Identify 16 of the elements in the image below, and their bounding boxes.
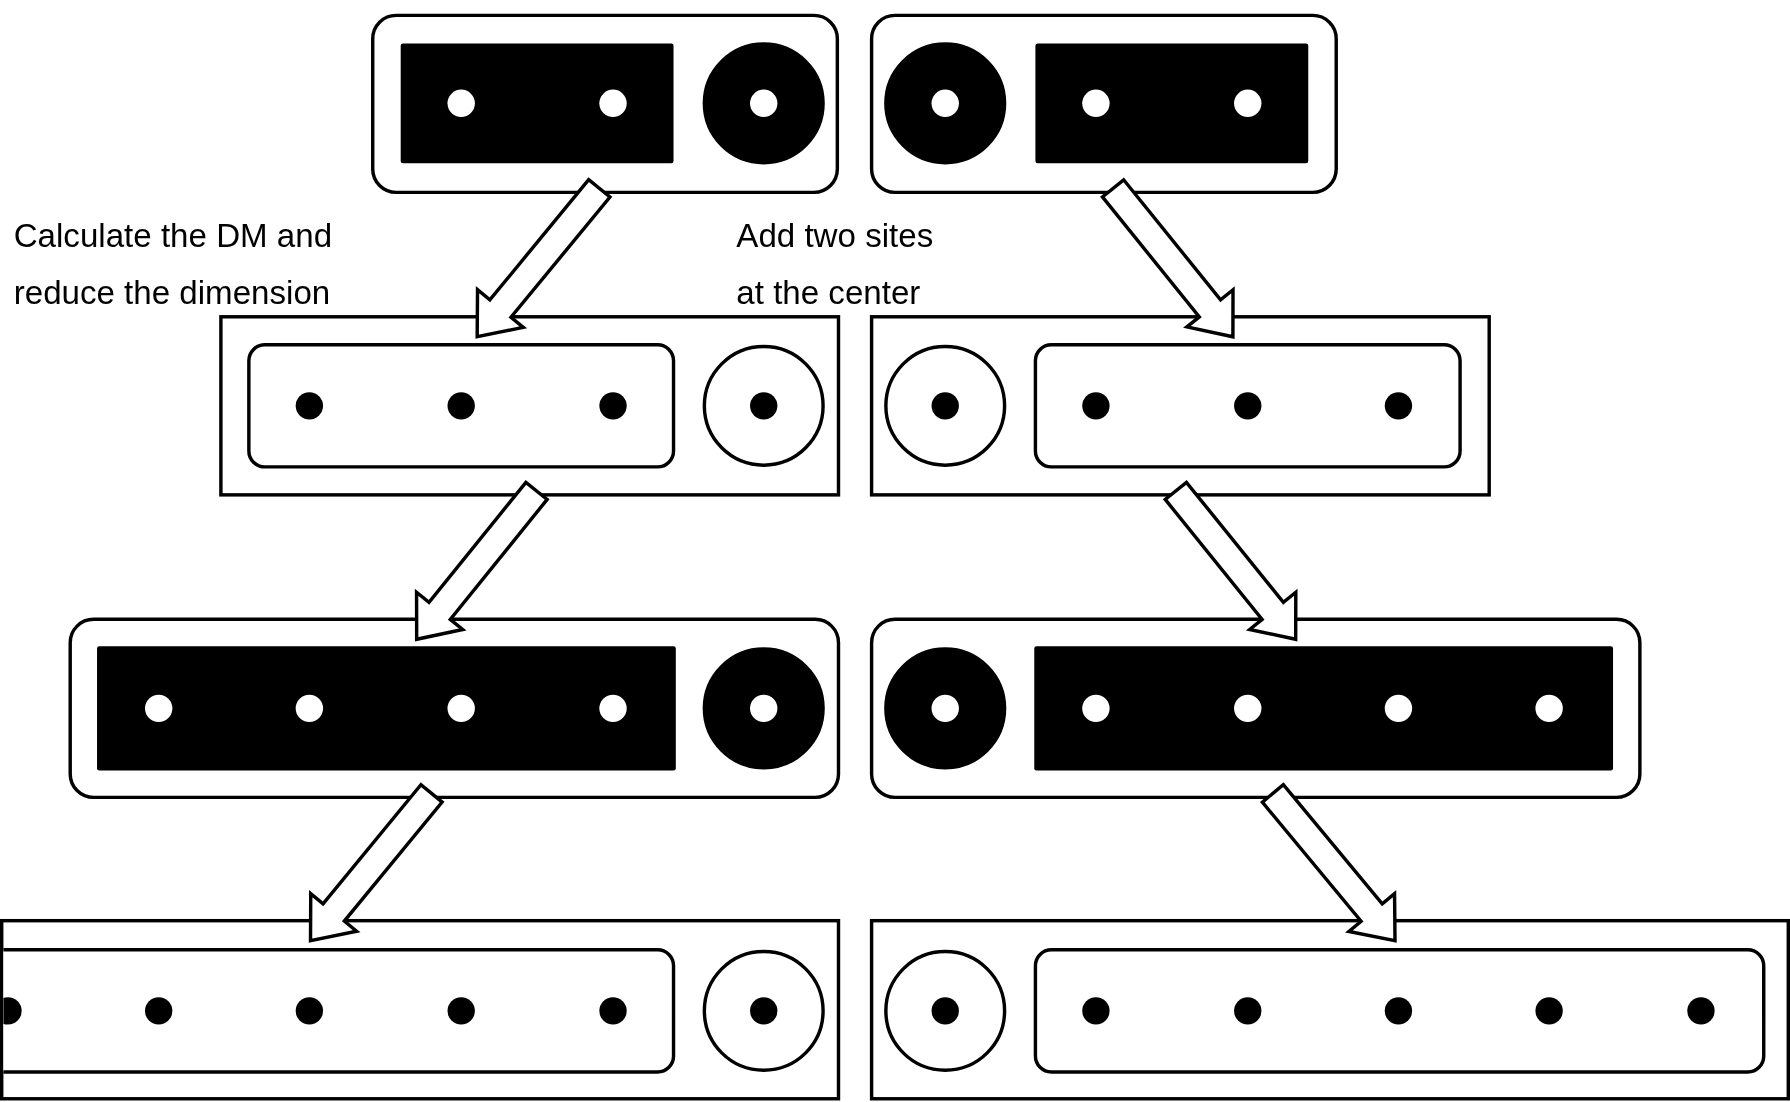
block-arrow [1259,782,1397,943]
block-arrow [1100,177,1235,339]
block-panel [869,918,1790,1101]
superblock-panel [869,13,1338,195]
block-panel [869,315,1491,497]
block-arrow [1162,479,1298,642]
block-arrow [475,177,613,339]
block-arrow [414,479,550,642]
superblock-panel [869,617,1642,800]
block-arrow [308,782,445,943]
step-note: Add two sites at the center [736,215,935,313]
step-note: Calculate the DM and reduce the dimension [13,215,334,313]
superblock-panel [68,617,841,800]
block-panel [219,315,841,497]
superblock-panel [371,13,840,195]
block-panel [0,918,841,1101]
